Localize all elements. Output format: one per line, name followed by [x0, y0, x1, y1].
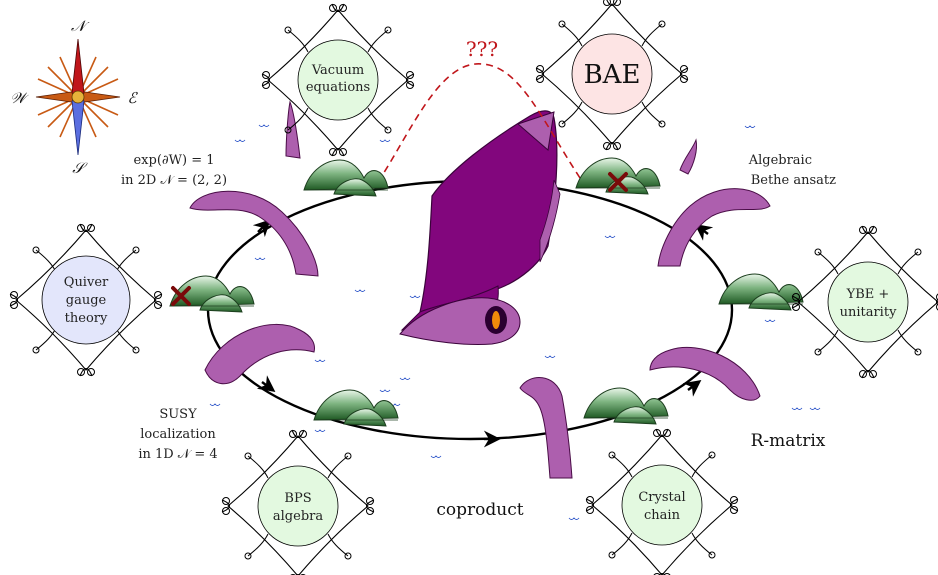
node-crystal: Crystal chain [585, 428, 739, 575]
node-quiver-line1: Quiver [64, 275, 109, 290]
node-vacuum: Vacuum equations [261, 3, 415, 157]
arrow-lower-right [682, 379, 702, 397]
squid [399, 110, 561, 345]
edge-rmatrix-label: R-matrix [751, 431, 826, 451]
node-bae: BAE [535, 0, 689, 151]
tentacle-lower-left [204, 323, 315, 385]
node-quiver-line3: theory [65, 311, 108, 326]
tentacle-bottom [519, 377, 573, 479]
node-crystal-line2: chain [644, 508, 681, 523]
compass-south: 𝒮 [72, 159, 88, 177]
node-ybe-line1: YBE + [846, 287, 890, 302]
compass-west: 𝒲 [10, 89, 29, 107]
node-bps-line1: BPS [284, 491, 311, 506]
node-bps-line2: algebra [273, 509, 323, 524]
edge-algebraic-line1: Algebraic [748, 153, 812, 168]
edge-susy-line1: SUSY [159, 407, 197, 422]
edge-coproduct-label: coproduct [436, 500, 523, 520]
squid-arm [539, 179, 561, 263]
tentacle-bae-tip [679, 138, 697, 175]
edge-vacuum-line2: in 2D 𝒩 = (2, 2) [121, 173, 227, 188]
edge-susy-line3: in 1D 𝒩 = 4 [138, 447, 217, 462]
compass-north: 𝒩 [71, 17, 90, 35]
unknown-link: ??? [377, 37, 581, 183]
island-crystal [583, 387, 669, 425]
tentacle-upper-right [657, 188, 771, 267]
node-quiver: Quiver gauge theory [9, 223, 163, 377]
node-quiver-line2: gauge [66, 293, 107, 308]
squid-pupil [492, 311, 500, 329]
edge-vacuum-line1: exp(∂W) = 1 [133, 153, 214, 168]
tentacle-upper-left [189, 190, 319, 277]
node-vacuum-line1: Vacuum [311, 63, 364, 78]
squid-mantle [419, 110, 558, 313]
node-crystal-line1: Crystal [638, 490, 685, 505]
node-vacuum-line2: equations [306, 80, 370, 95]
unknown-link-label: ??? [466, 37, 498, 61]
tentacle-vacuum-tip [285, 100, 301, 159]
node-ybe: YBE + unitarity [791, 225, 938, 379]
edge-algebraic-line2: Bethe ansatz [751, 173, 836, 188]
arrow-lower-left [256, 375, 276, 393]
node-bps: BPS algebra [221, 429, 375, 575]
arrow-upper-left [252, 219, 271, 238]
tentacles [189, 100, 771, 479]
compass-rose: 𝒩 𝒮 ℰ 𝒲 [10, 17, 138, 177]
node-bae-label: BAE [584, 60, 641, 90]
tentacle-lower-right [649, 346, 761, 401]
node-ybe-line2: unitarity [840, 305, 897, 320]
compass-east: ℰ [127, 89, 138, 107]
edge-susy-line2: localization [140, 427, 216, 442]
arrow-upper-right [694, 223, 714, 241]
island-bps [313, 389, 399, 427]
island-bae [575, 157, 661, 195]
